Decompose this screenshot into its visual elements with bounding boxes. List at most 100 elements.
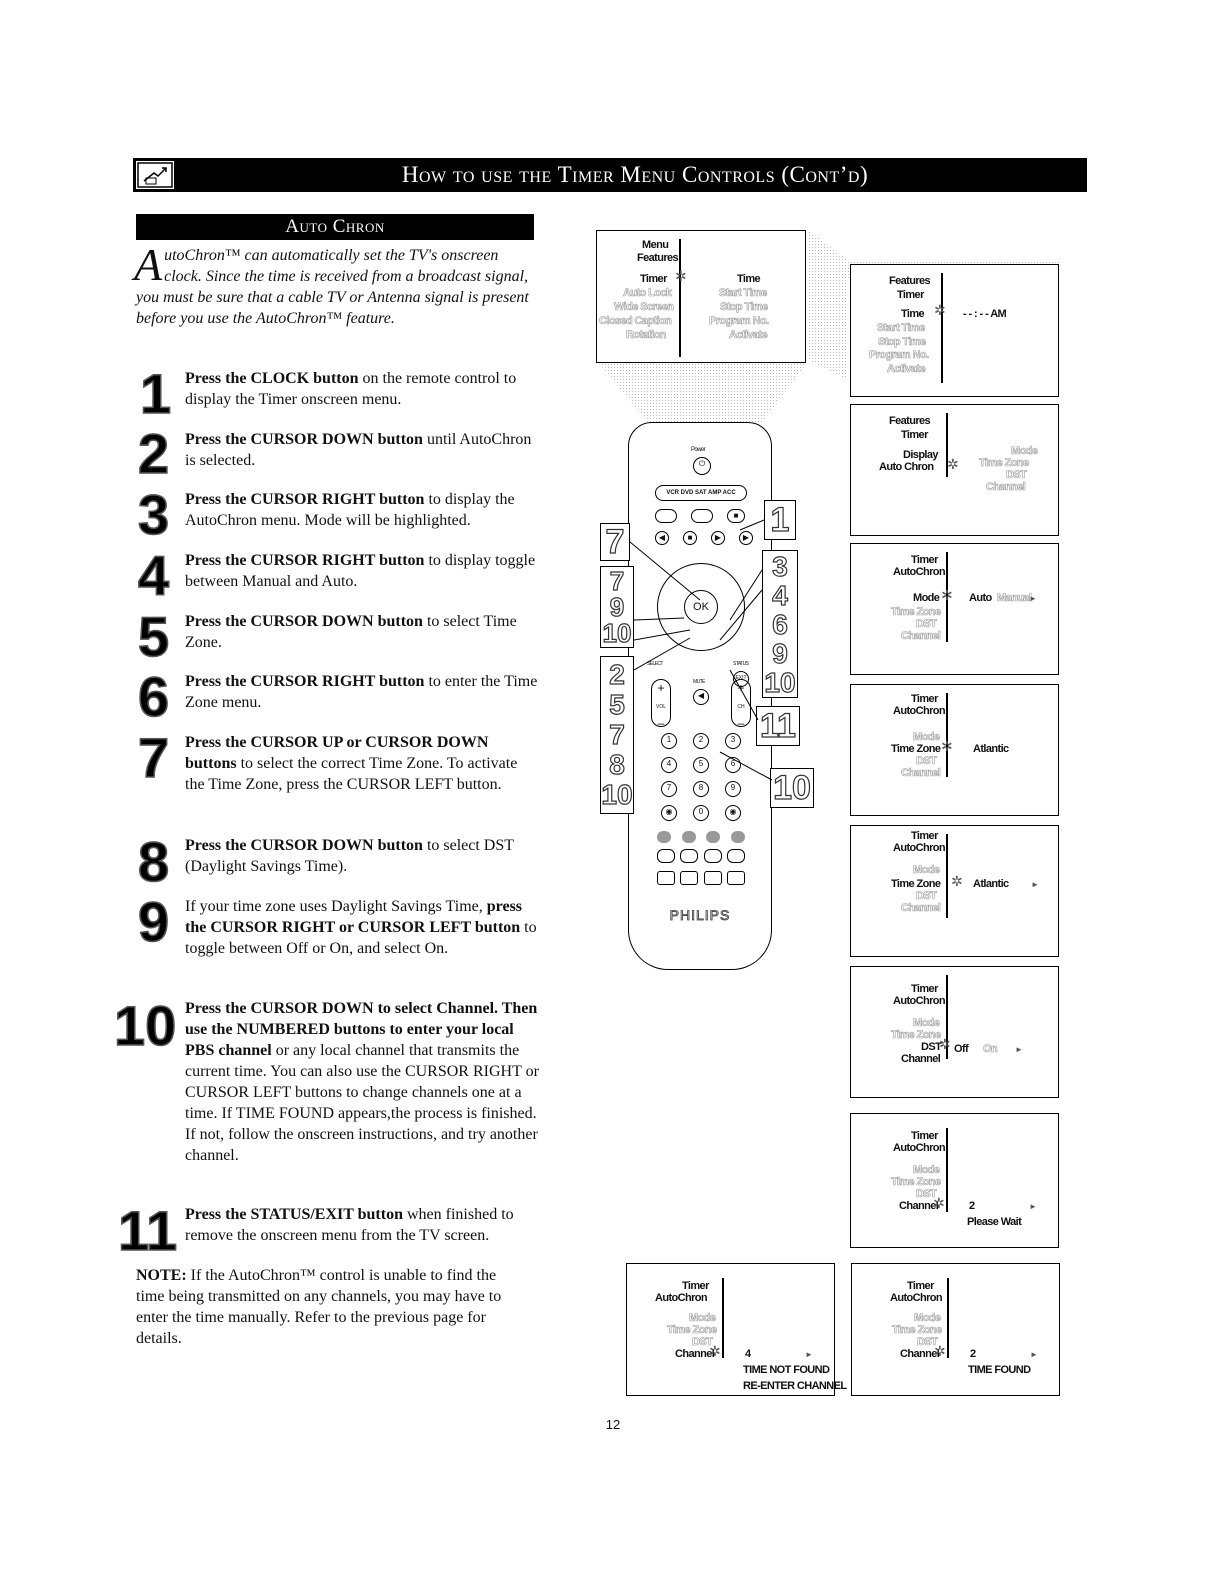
selector-icon: ✲ <box>941 740 953 755</box>
arrow-right-icon: ► <box>1015 1045 1023 1054</box>
selector-icon: ✲ <box>941 589 953 604</box>
menu-connector-line <box>947 1278 949 1358</box>
menu-item-label: On <box>983 1043 998 1056</box>
remote-button: ▶ <box>711 531 725 545</box>
menu-item-label: DST <box>916 618 937 631</box>
ok-button: OK <box>684 590 718 624</box>
remote-button: ■ <box>683 531 697 545</box>
autochron-dst-screen: Timer AutoChron Mode Time Zone DST ✲ Off… <box>850 966 1059 1098</box>
selector-icon: ✲ <box>933 1197 945 1212</box>
color-buttons <box>657 831 745 845</box>
menu-item-label: Activate <box>887 363 926 376</box>
menu-item-label: Atlantic <box>973 878 1009 890</box>
menu-item-label: Manual <box>997 592 1033 605</box>
remote-button: 3 <box>725 733 741 749</box>
menu-item-label: Channel <box>901 630 941 643</box>
step-number: 10 <box>113 994 177 1057</box>
remote-button <box>691 509 713 523</box>
menu-item-label: Time Zone <box>891 878 941 890</box>
menu-item-label: Auto Lock <box>623 287 673 300</box>
menu-item-label: Timer <box>907 1280 934 1292</box>
section-title: Auto Chron <box>136 214 534 240</box>
transport-buttons: ◀ ■ ▶ ▶ <box>647 531 757 547</box>
menu-item-label: DST <box>917 1336 938 1349</box>
menu-item-label: TIME FOUND <box>968 1364 1031 1376</box>
autochron-timezone-menu-screen: Timer AutoChron Mode Time Zone ✲ Atlanti… <box>850 825 1059 957</box>
menu-item-label: Mode <box>914 1312 942 1325</box>
selector-icon: ✲ <box>939 1038 951 1053</box>
selector-icon: ✲ <box>951 875 963 890</box>
drop-cap: A <box>134 239 163 290</box>
menu-item-label: AutoChron <box>893 566 946 578</box>
menu-item-label: DST <box>916 755 937 768</box>
menu-item-label: Timer <box>901 429 928 441</box>
menu-item-label: Timer <box>911 983 938 995</box>
menu-item-label: Time <box>737 273 761 285</box>
callout-number: 10 <box>772 769 811 807</box>
cursor-ring <box>657 563 745 651</box>
remote-button: ◉ <box>661 805 677 821</box>
menu-item-label: Time Zone <box>891 606 942 619</box>
brand-logo: PHILIPS <box>669 907 731 924</box>
step-text: Press the CURSOR UP or CURSOR DOWN butto… <box>185 734 518 793</box>
menu-item-label: Time Zone <box>891 1029 942 1042</box>
step-text: Press the CURSOR RIGHT button to display… <box>185 491 515 529</box>
volume-rocker: +VOL– <box>651 679 671 730</box>
menu-item-label: AutoChron <box>890 1292 943 1304</box>
menu-item-label: Program No. <box>709 315 770 328</box>
step-text: Press the STATUS/EXIT button when finish… <box>185 1206 514 1244</box>
step-number: 8 <box>137 830 170 893</box>
remote-button: 0 <box>693 805 709 821</box>
menu-connector-line <box>946 834 948 918</box>
remote-button: 6 <box>725 757 741 773</box>
menu-item-label: Features <box>637 252 679 264</box>
bottom-buttons <box>657 871 745 885</box>
callout-number: 11 <box>759 707 796 745</box>
menu-item-label: Mode <box>913 592 940 604</box>
menu-item-label: 2 <box>969 1200 975 1212</box>
arrow-right-icon: ► <box>805 1350 813 1359</box>
menu-connector-line <box>946 1128 948 1212</box>
step-text: Press the CURSOR DOWN button to select T… <box>185 613 517 651</box>
remote-button: ▶ <box>739 531 753 545</box>
callout-number: 7 <box>605 523 625 561</box>
menu-item-label: Stop Time <box>878 336 927 349</box>
menu-item-label: Mode <box>689 1312 717 1325</box>
callout-box-right-1 <box>764 500 796 540</box>
callout-box-left-1 <box>600 523 630 561</box>
menu-item-label: Timer <box>682 1280 709 1292</box>
menu-item-label: Mode <box>913 864 941 877</box>
menu-item-label: Activate <box>729 329 768 342</box>
menu-item-label: Timer <box>911 1130 938 1142</box>
menu-item-label: Features <box>889 415 931 427</box>
menu-connector-line <box>941 273 943 383</box>
callout-leader-lines <box>629 519 773 781</box>
menu-item-label: DST <box>916 1188 937 1201</box>
callout-number: 2 5 7 8 10 <box>601 659 633 810</box>
menu-item-label: DST <box>692 1336 713 1349</box>
menu-item-label: Start Time <box>719 287 768 300</box>
note-paragraph: NOTE: If the AutoChron™ control is unabl… <box>136 1267 502 1347</box>
menu-item-label: DST <box>916 890 937 903</box>
step-number: 11 <box>117 1199 178 1262</box>
menu-item-label: Time Zone <box>979 457 1030 470</box>
menu-item-label: MUTE <box>693 679 705 685</box>
menu-item-label: Program No. <box>869 349 930 362</box>
selector-icon: ✲ <box>709 1345 721 1360</box>
arrow-right-icon: ► <box>1030 1350 1038 1359</box>
selector-icon: ✲ <box>934 1345 946 1360</box>
menu-item-label: Time Zone <box>891 743 941 755</box>
remote-button: 7 <box>661 781 677 797</box>
power-icon: ⏻ <box>693 457 711 475</box>
menu-item-label: Channel <box>900 1348 940 1360</box>
page-header-banner: How to use the Timer Menu Controls (Cont… <box>133 158 1087 192</box>
menu-item-label: TIME NOT FOUND <box>743 1364 830 1376</box>
menu-item-label: Channel <box>901 767 941 780</box>
step-number: 5 <box>137 605 170 668</box>
menu-item-label: Wide Screen <box>614 301 675 314</box>
step-number: 4 <box>137 544 170 607</box>
callout-number: 3 4 6 9 10 <box>764 551 796 698</box>
autochron-time-not-found-screen: Timer AutoChron Mode Time Zone DST Chann… <box>626 1263 847 1396</box>
menu-item-label: Time Zone <box>892 1324 943 1337</box>
